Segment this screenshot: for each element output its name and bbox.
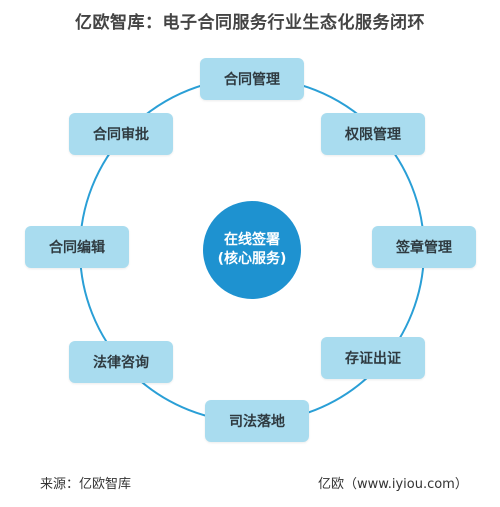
node-legal-consulting: 法律咨询 bbox=[69, 341, 173, 383]
source-note: 来源：亿欧智库 bbox=[40, 477, 132, 492]
center-label-line1: 在线签署 bbox=[224, 232, 280, 248]
node-evidence-certification: 存证出证 bbox=[321, 337, 425, 379]
node-seal-management: 签章管理 bbox=[372, 226, 476, 268]
node-permission-management: 权限管理 bbox=[321, 113, 425, 155]
site-credit: 亿欧（www.iyiou.com） bbox=[318, 477, 468, 492]
node-judicial-enforcement: 司法落地 bbox=[205, 400, 309, 442]
center-core-service: 在线签署 (核心服务) bbox=[203, 201, 301, 299]
diagram-title: 亿欧智库：电子合同服务行业生态化服务闭环 bbox=[75, 13, 425, 33]
center-label-line2: (核心服务) bbox=[217, 251, 287, 267]
node-contract-management: 合同管理 bbox=[200, 58, 304, 100]
node-contract-editing: 合同编辑 bbox=[25, 226, 129, 268]
node-contract-approval: 合同审批 bbox=[69, 113, 173, 155]
